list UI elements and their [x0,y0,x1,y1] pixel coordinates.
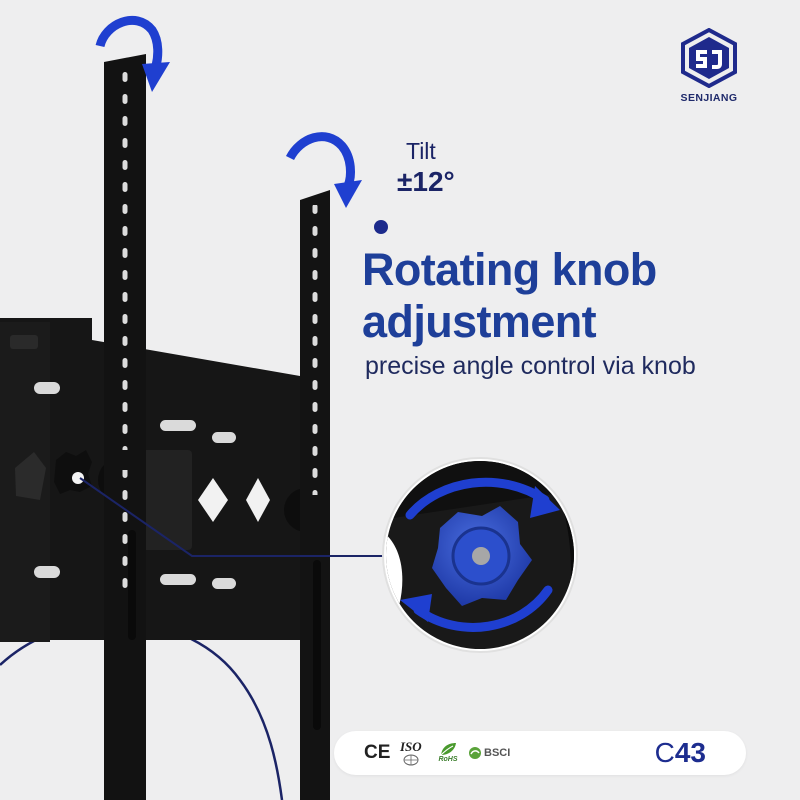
brand: SENJIANG [672,28,746,104]
bracket-knob-icon [54,450,92,494]
ce-mark-icon: CE [364,742,391,763]
curved-rotate-arrow-icon [95,15,170,92]
callout-line [79,477,386,557]
headline-line-2: adjustment [362,296,597,347]
headline: Rotating knob adjustment [362,244,782,348]
bsci-mark-icon: BSCI [468,731,510,775]
headline-line-1: Rotating knob [362,244,657,295]
rohs-leaf-icon [440,743,456,756]
model-code-letter: C [654,737,675,768]
bsci-swirl-icon [469,747,481,759]
right-vertical-arm [300,190,330,800]
wall-plate [0,318,328,642]
curved-rotate-arrow-icon-2 [285,132,362,208]
left-vertical-arm [104,54,146,800]
subheadline: precise angle control via knob [365,352,696,380]
bsci-text: BSCI [484,747,511,759]
iso-text: ISO [400,739,422,754]
brand-name: SENJIANG [680,92,738,104]
sj-logo-icon [681,28,737,88]
tilt-label: Tilt [406,138,436,164]
model-code-number: 43 [674,737,706,768]
iso-globe-icon [403,754,419,766]
rohs-mark-icon: RoHS [438,731,458,775]
rohs-text: RoHS [438,756,458,763]
knob-zoom-inset-icon [382,457,578,653]
tilt-value: ±12° [397,166,455,197]
bullet-dot [374,220,388,234]
iso-mark-icon: ISO [400,731,422,775]
